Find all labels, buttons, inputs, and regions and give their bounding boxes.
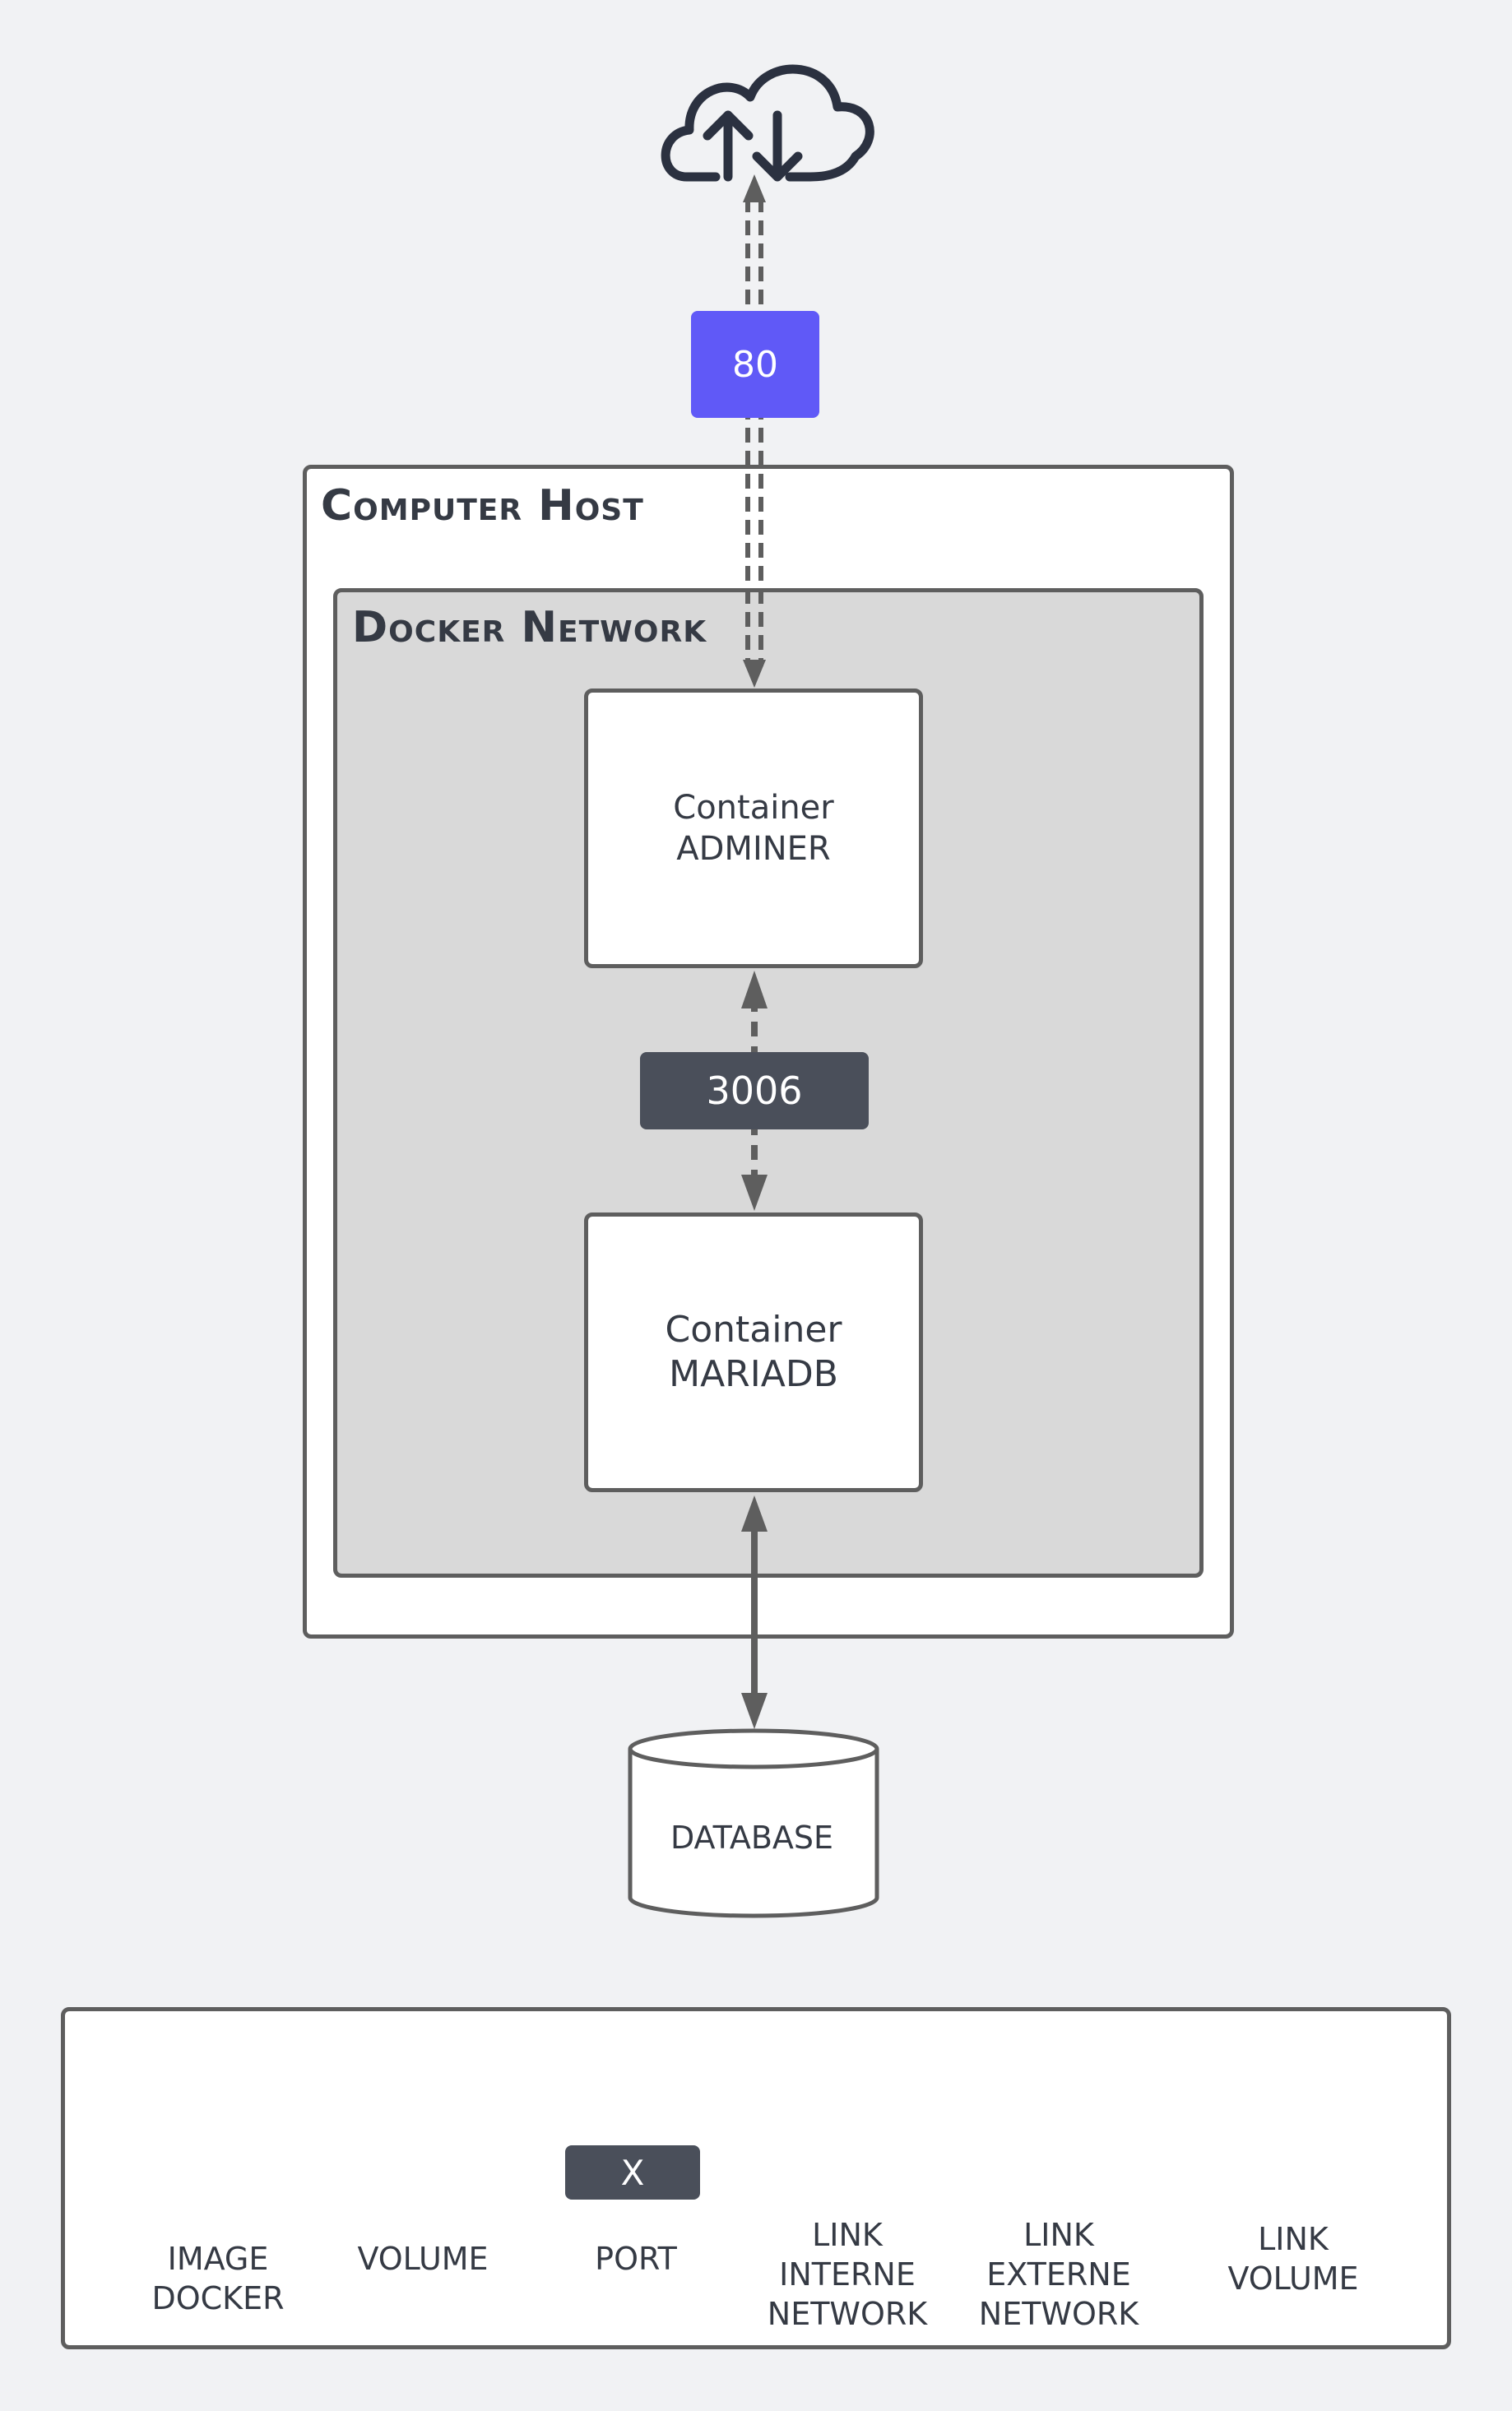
docker-network-title: Docker Network <box>352 603 707 652</box>
legend-label-line: PORT <box>595 2241 677 2277</box>
legend-label-line: EXTERNE <box>986 2256 1131 2293</box>
legend-label-line: INTERNE <box>779 2256 916 2293</box>
legend-label-volume: VOLUME <box>324 2239 522 2279</box>
legend-label-line: IMAGE <box>167 2241 269 2277</box>
legend-label-line: DOCKER <box>151 2280 285 2316</box>
port-80-badge: 80 <box>691 311 819 418</box>
container-mariadb-line2: MARIADB <box>669 1353 838 1395</box>
container-mariadb-line1: Container <box>665 1309 842 1351</box>
legend-label-port: PORT <box>537 2239 735 2279</box>
port-3006-badge: 3006 <box>640 1052 869 1129</box>
container-adminer: Container ADMINER <box>584 689 923 968</box>
legend-panel <box>61 2007 1451 2349</box>
legend-port-icon: X <box>565 2145 700 2200</box>
cloud-upload-download-icon <box>661 64 874 182</box>
legend-label-line: NETWORK <box>767 2296 928 2332</box>
legend-label-line: NETWORK <box>978 2296 1139 2332</box>
computer-host-title: Computer Host <box>321 481 644 531</box>
legend-label-line: VOLUME <box>357 2241 489 2277</box>
legend-label-image-docker: IMAGE DOCKER <box>119 2239 317 2318</box>
container-adminer-line2: ADMINER <box>676 830 831 868</box>
container-adminer-line1: Container <box>673 789 834 827</box>
legend-label-line: VOLUME <box>1227 2260 1359 2297</box>
legend-label-line: LINK <box>1258 2221 1329 2257</box>
legend-label-line: LINK <box>1023 2217 1094 2253</box>
legend-label-link-external: LINK EXTERNE NETWORK <box>960 2215 1157 2334</box>
database-label: DATABASE <box>670 1820 834 1856</box>
legend-label-link-internal: LINK INTERNE NETWORK <box>749 2215 946 2334</box>
container-mariadb: Container MARIADB <box>584 1212 923 1492</box>
legend-label-line: LINK <box>812 2217 883 2253</box>
legend-label-link-volume: LINK VOLUME <box>1194 2219 1392 2298</box>
